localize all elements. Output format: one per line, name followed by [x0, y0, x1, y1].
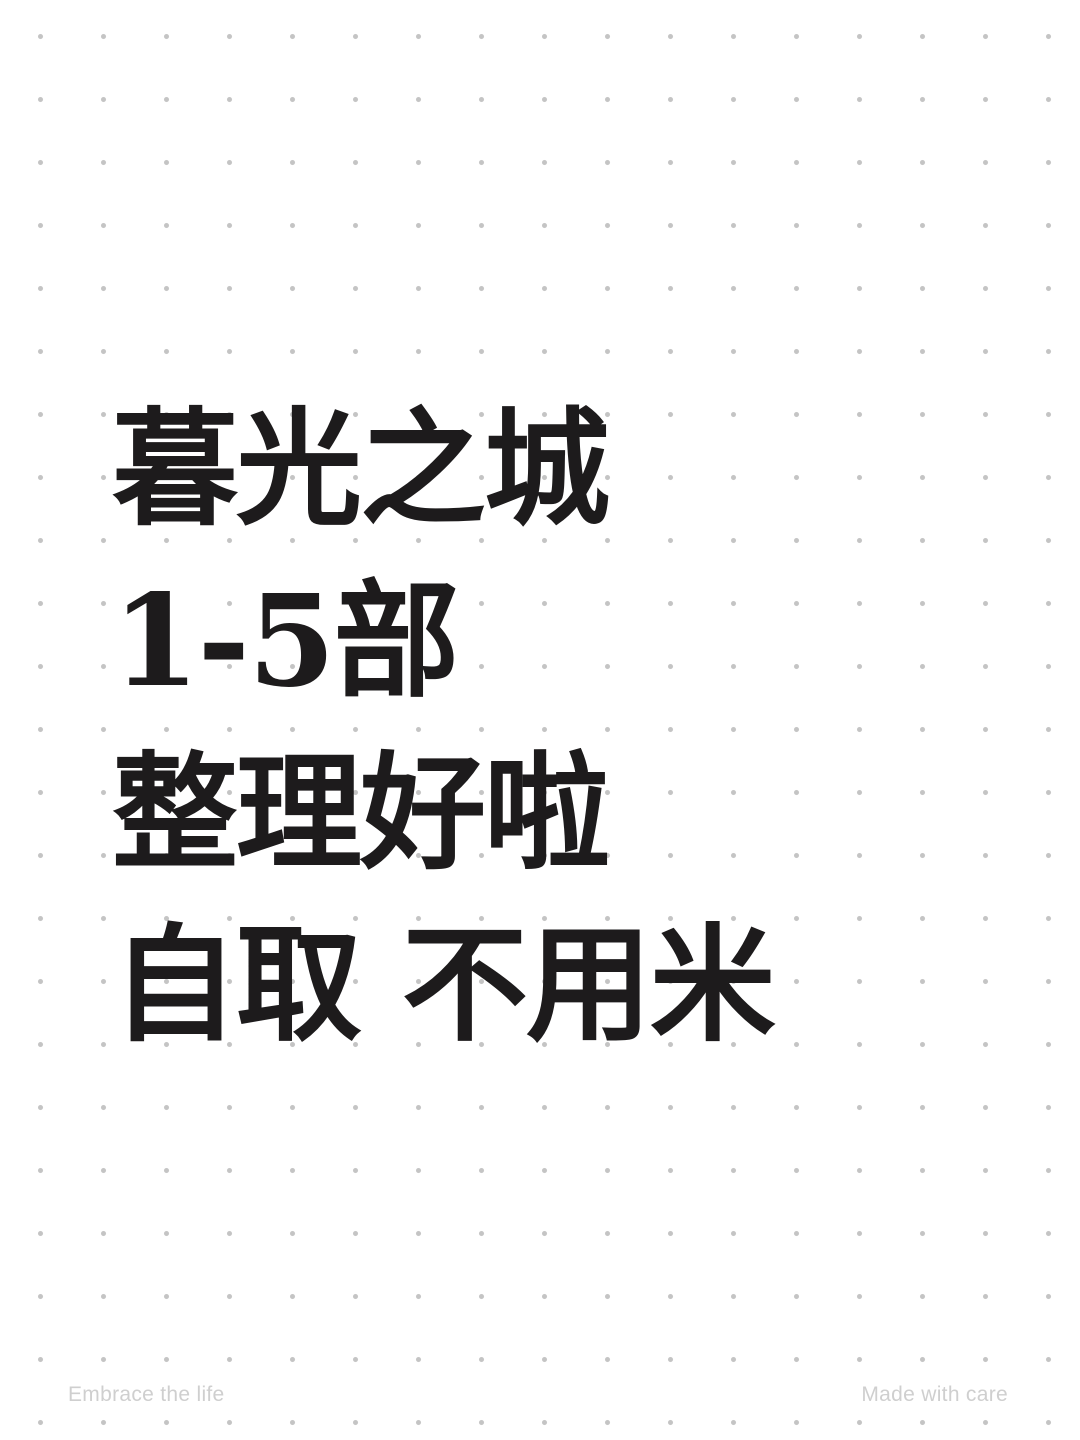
- headline-line-1: 暮光之城: [112, 395, 610, 543]
- headline-line-4: 自取 不用米: [112, 911, 776, 1059]
- headline-line-3: 整理好啦: [112, 739, 610, 887]
- headline: 暮光之城 1-5部 整理好啦 自取 不用米: [112, 383, 1012, 1071]
- headline-line-2: 1-5部: [112, 567, 460, 715]
- footer-left-text: Embrace the life: [68, 1383, 225, 1406]
- footer-right-text: Made with care: [861, 1383, 1008, 1406]
